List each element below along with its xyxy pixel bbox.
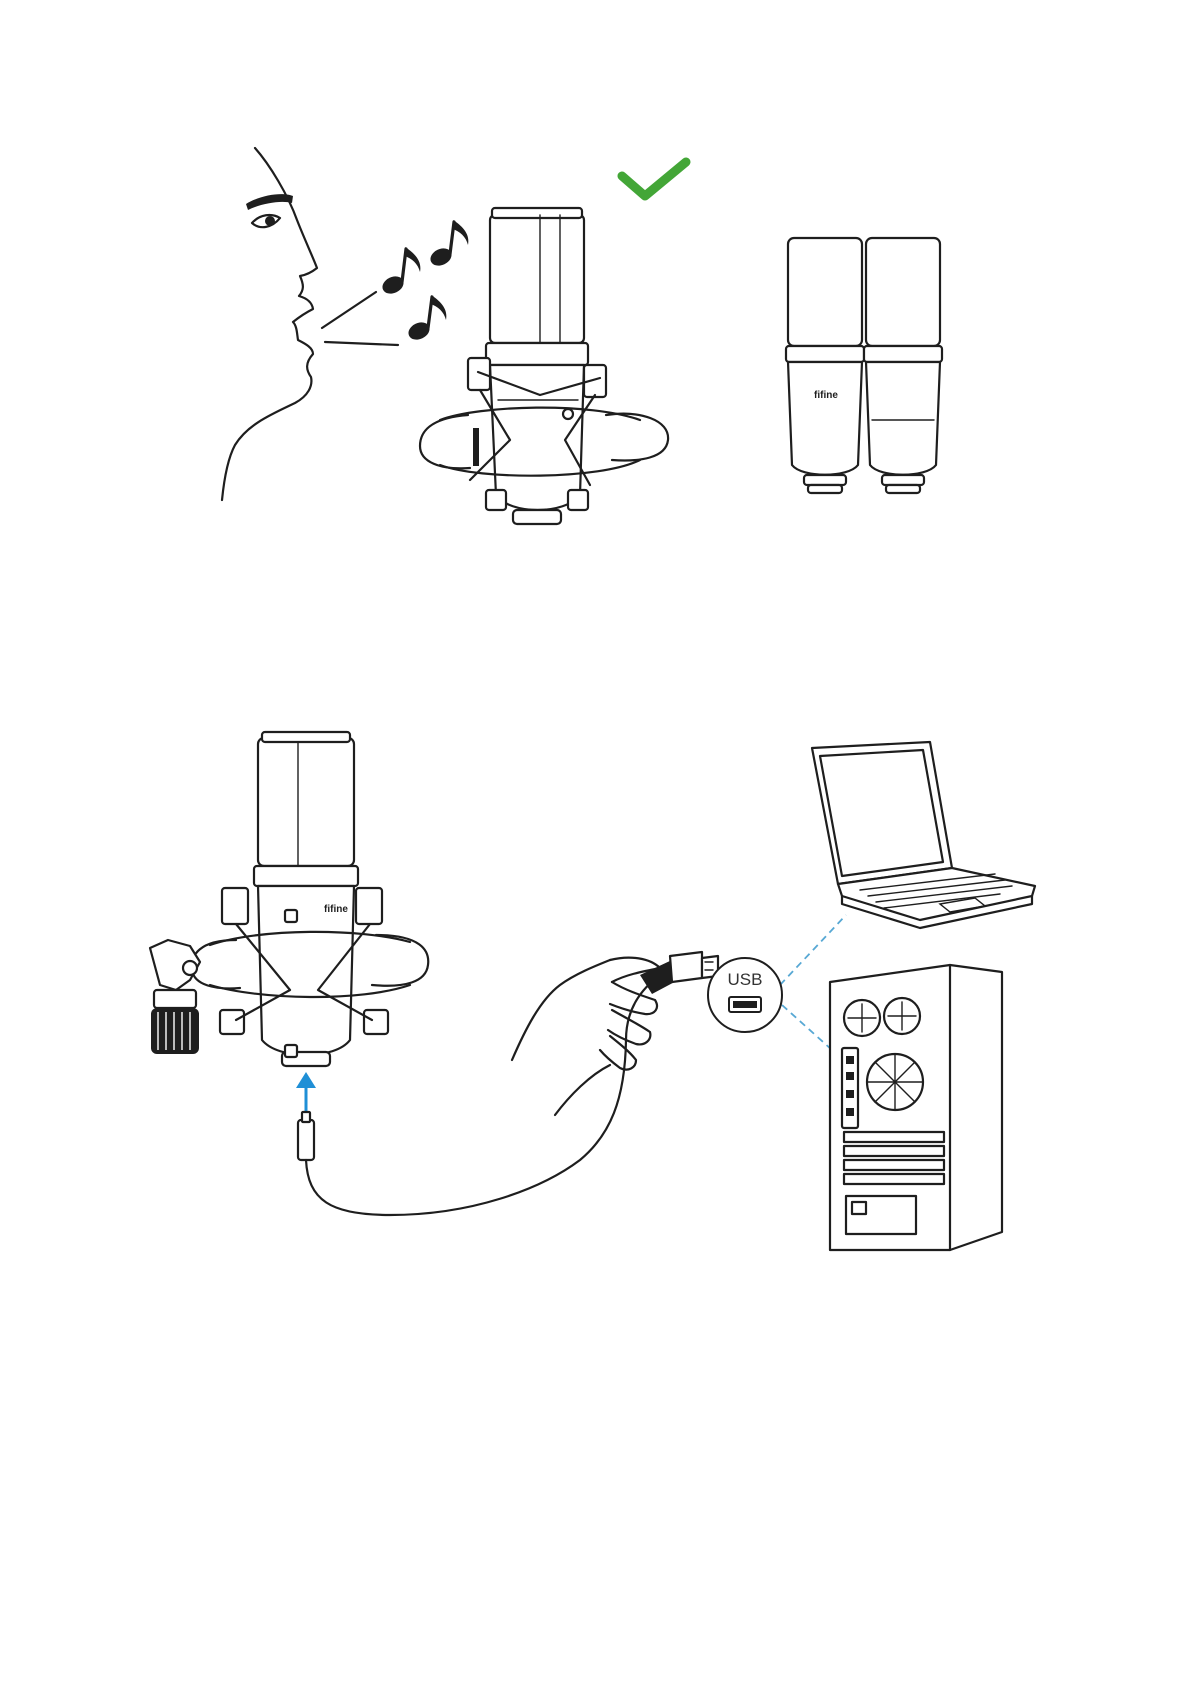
checkmark-icon	[622, 162, 686, 196]
microphone-front-icon: fifine	[786, 238, 864, 493]
mic-brand-label: fifine	[814, 390, 838, 401]
hand-icon	[512, 958, 660, 1115]
music-note-icon	[406, 295, 447, 343]
music-note-icon	[428, 220, 469, 269]
usb-cable-icon	[298, 952, 718, 1215]
mic-brand-label: fifine	[324, 904, 348, 915]
connection-illustration: fifine	[0, 640, 1191, 1260]
usb-port-icon: USB	[708, 958, 782, 1032]
sound-lines	[322, 292, 398, 345]
connector-to-desktop	[782, 1005, 832, 1050]
desktop-tower-icon	[830, 965, 1002, 1250]
microphone-icon: fifine	[254, 732, 358, 1066]
microphone-side-icon	[864, 238, 942, 493]
stand-clamp-icon	[150, 940, 200, 1054]
arrow-up-icon	[296, 1072, 316, 1112]
music-note-icon	[380, 247, 421, 297]
connector-to-laptop	[780, 915, 846, 985]
placement-illustration: fifine	[0, 0, 1191, 600]
face-profile-icon	[222, 148, 317, 500]
placement-diagram: fifine	[0, 0, 1191, 600]
laptop-icon	[812, 742, 1035, 928]
connection-diagram: fifine	[0, 640, 1191, 1260]
usb-label: USB	[728, 970, 763, 989]
